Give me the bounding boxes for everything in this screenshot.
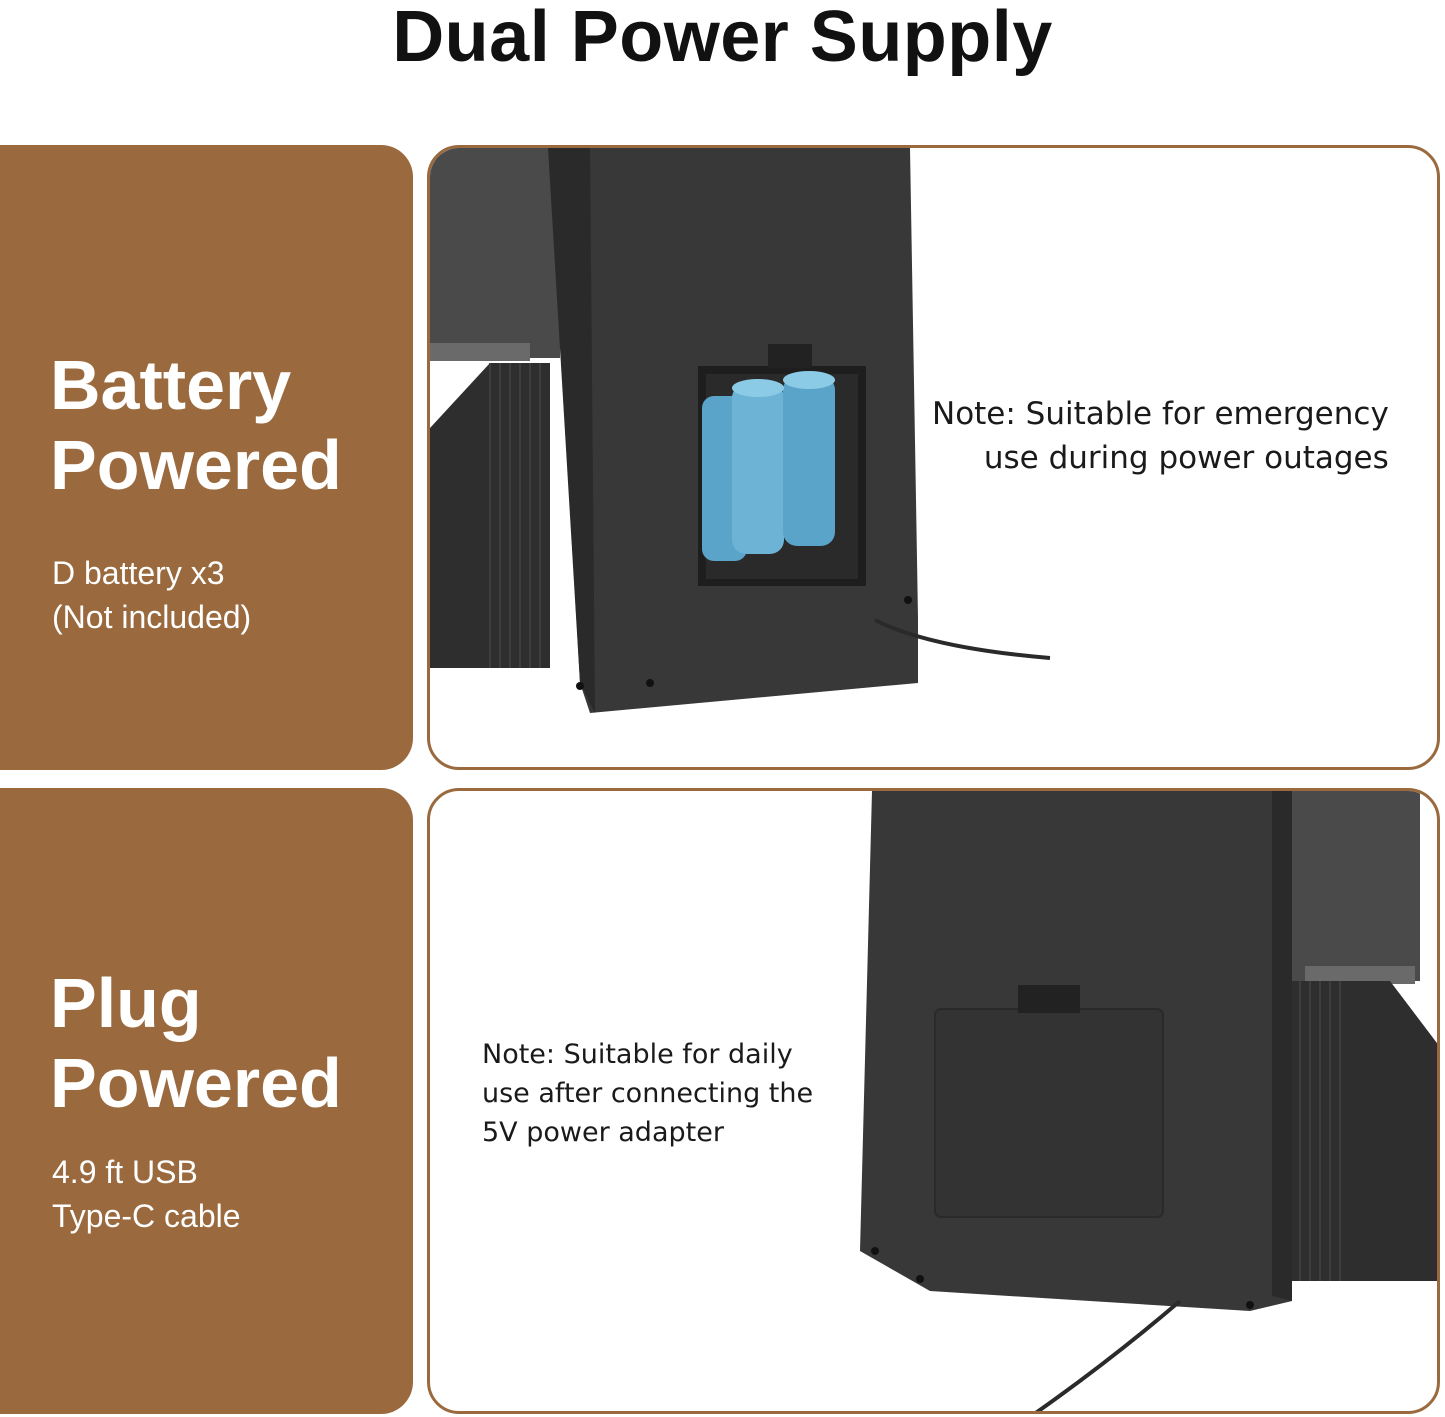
page-title: Dual Power Supply: [392, 0, 1053, 77]
battery-label-panel: Battery Powered D battery x3 (Not includ…: [0, 145, 413, 770]
battery-heading-line2: Powered: [50, 426, 342, 504]
plug-heading-line2: Powered: [50, 1044, 342, 1122]
battery-detail-line1: D battery x3: [52, 555, 225, 591]
plug-detail: 4.9 ft USB Type-C cable: [52, 1150, 241, 1238]
battery-detail-line2: (Not included): [52, 599, 252, 635]
plug-power-illustration: [860, 791, 1437, 1411]
plug-label-panel: Plug Powered 4.9 ft USB Type-C cable: [0, 788, 413, 1414]
plug-note-line3: 5V power adapter: [482, 1117, 724, 1148]
battery-image-panel: Note: Suitable for emergency use during …: [427, 145, 1440, 770]
plug-heading-line1: Plug: [50, 964, 202, 1042]
plug-note: Note: Suitable for daily use after conne…: [482, 1035, 813, 1152]
plug-detail-line1: 4.9 ft USB: [52, 1154, 198, 1190]
plug-detail-line2: Type-C cable: [52, 1198, 241, 1234]
battery-note: Note: Suitable for emergency use during …: [932, 392, 1389, 480]
battery-heading-line1: Battery: [50, 346, 292, 424]
plug-image-panel: Note: Suitable for daily use after conne…: [427, 788, 1440, 1414]
battery-detail: D battery x3 (Not included): [52, 551, 251, 639]
plug-heading: Plug Powered: [50, 963, 342, 1123]
battery-note-line2: use during power outages: [983, 440, 1389, 476]
battery-heading: Battery Powered: [50, 345, 342, 505]
plug-note-line2: use after connecting the: [482, 1078, 814, 1109]
battery-compartment-illustration: [430, 148, 1051, 713]
plug-note-line1: Note: Suitable for daily: [482, 1039, 793, 1070]
battery-note-line1: Note: Suitable for emergency: [932, 396, 1389, 432]
